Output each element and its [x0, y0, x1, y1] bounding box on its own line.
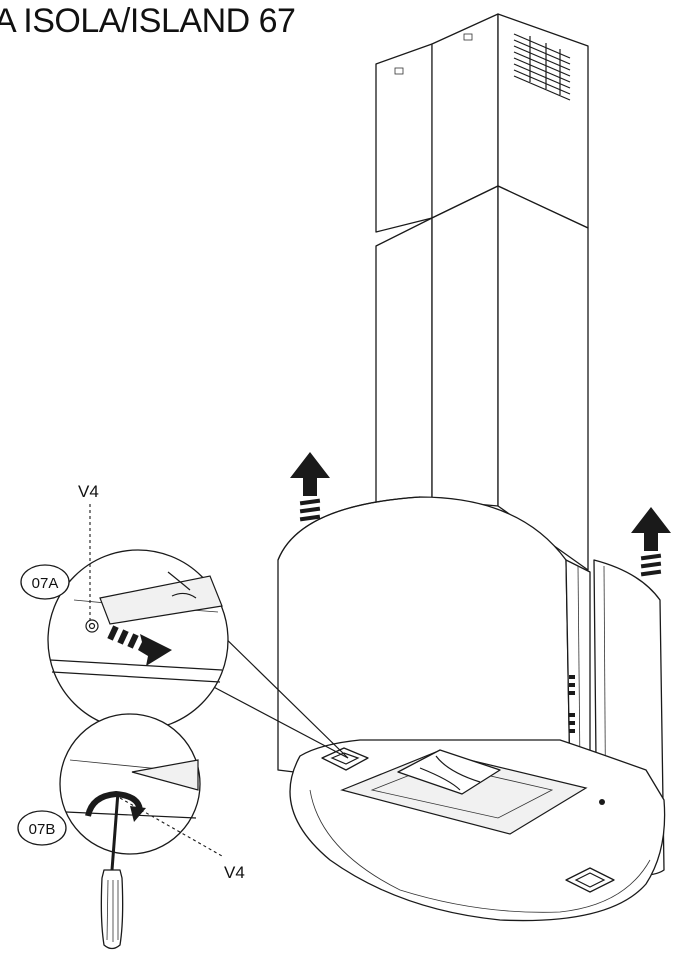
slot-icon	[463, 33, 473, 41]
detail-circle-b	[59, 713, 201, 855]
screw-label-bottom: V4	[224, 863, 245, 882]
step-label-a: 07A	[32, 575, 59, 592]
step-label-b: 07B	[29, 821, 56, 838]
callout-leader	[207, 627, 349, 759]
step-badge-a: 07A	[20, 564, 70, 600]
vent-grille	[513, 33, 571, 101]
lower-chimney	[375, 185, 589, 571]
base-plate	[289, 739, 666, 922]
up-arrow-icon	[290, 452, 330, 522]
step-badge-b: 07B	[17, 810, 67, 846]
detail-circle-a	[47, 549, 229, 731]
screw-label-top: V4	[78, 482, 99, 501]
screwdriver-icon	[100, 791, 124, 950]
screw-icon	[85, 619, 99, 633]
up-arrow-icon	[631, 507, 671, 577]
led-indicators	[569, 675, 575, 733]
right-arrow-icon	[107, 625, 172, 666]
slot-icon	[394, 67, 404, 75]
diagram-title: A ISOLA/ISLAND 67	[0, 2, 296, 40]
clip-right	[565, 867, 615, 893]
